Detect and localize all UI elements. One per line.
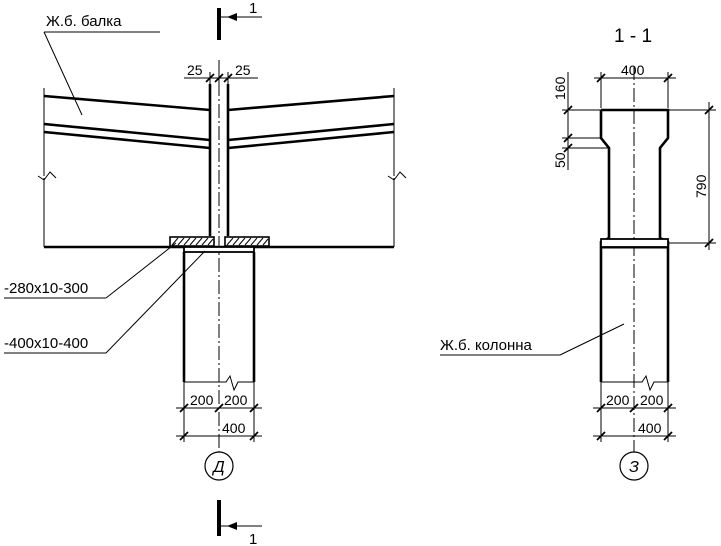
- svg-text:З: З: [629, 459, 639, 476]
- svg-text:160: 160: [552, 76, 568, 100]
- dim-right-bottom-200-200: 200 200: [593, 392, 676, 413]
- section-1-1: 1 - 1 400 160 50: [440, 26, 716, 481]
- svg-text:25: 25: [235, 62, 251, 78]
- svg-text:200: 200: [640, 392, 664, 408]
- plate-label-2: -400x10-400: [4, 335, 88, 352]
- section-mark-bottom-label: 1: [249, 531, 257, 546]
- svg-text:790: 790: [693, 174, 709, 198]
- plate-400x10-400: [183, 246, 255, 253]
- beam-label: Ж.б. балка: [46, 13, 122, 30]
- column-right: [599, 247, 670, 442]
- axis-marker-z: З: [619, 451, 649, 481]
- plate-label-1: -280x10-300: [4, 280, 88, 297]
- section-mark-top: 1: [217, 0, 262, 40]
- axis-marker-d: Д: [204, 451, 234, 481]
- dim-right-790: 790: [668, 102, 716, 250]
- svg-text:50: 50: [552, 152, 568, 168]
- section-mark-top-label: 1: [249, 0, 257, 17]
- dim-bottom-400: 400: [176, 420, 262, 441]
- column-left: [182, 252, 256, 442]
- dim-bottom-200-200: 200 200: [176, 392, 262, 413]
- svg-text:Д: Д: [211, 459, 224, 476]
- svg-text:200: 200: [190, 392, 214, 408]
- svg-text:200: 200: [606, 392, 630, 408]
- svg-text:200: 200: [224, 392, 248, 408]
- svg-text:25: 25: [187, 62, 203, 78]
- section-title: 1 - 1: [614, 26, 652, 47]
- plate-280x10-300: [169, 236, 270, 247]
- beam-left: [37, 88, 211, 247]
- svg-text:400: 400: [222, 420, 246, 436]
- svg-text:400: 400: [621, 62, 645, 78]
- dim-left-160-50: 160 50: [552, 72, 609, 170]
- dim-top-25-25: 25 25: [184, 62, 258, 84]
- left-elevation: Ж.б. балка: [4, 13, 407, 481]
- beam-right: [227, 88, 407, 247]
- svg-text:400: 400: [638, 420, 662, 436]
- section-mark-bottom: 1: [217, 500, 262, 546]
- dim-right-bottom-400: 400: [593, 420, 676, 441]
- column-label: Ж.б. колонна: [440, 337, 533, 354]
- dim-top-400: 400: [594, 62, 676, 108]
